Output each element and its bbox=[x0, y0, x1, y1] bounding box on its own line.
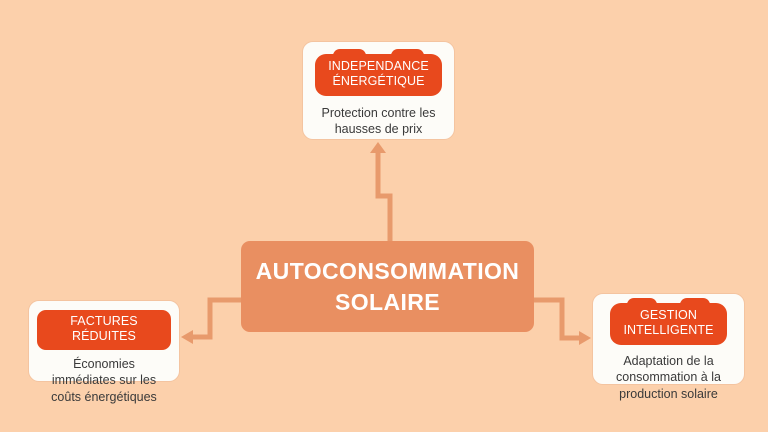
arrowhead-right bbox=[579, 331, 591, 345]
node-body-independance-energetique: Protection contre les hausses de prix bbox=[321, 105, 436, 137]
node-card-gestion-intelligente[interactable]: GESTION INTELLIGENTE Adaptation de la co… bbox=[592, 293, 745, 401]
connector-center-to-right bbox=[534, 297, 580, 341]
node-card-factures-reduites[interactable]: FACTURES RÉDUITES Économies immédiates s… bbox=[28, 300, 180, 404]
central-node[interactable]: AUTOCONSOMMATION SOLAIRE bbox=[241, 241, 534, 332]
node-card-independance-energetique[interactable]: INDÉPENDANCE ÉNERGÉTIQUE Protection cont… bbox=[302, 41, 455, 140]
node-badge-gestion-intelligente: GESTION INTELLIGENTE bbox=[610, 298, 727, 345]
arrowhead-left bbox=[181, 330, 193, 344]
node-badge-independance-energetique: INDÉPENDANCE ÉNERGÉTIQUE bbox=[315, 49, 442, 96]
central-node-title: AUTOCONSOMMATION SOLAIRE bbox=[255, 258, 520, 315]
connector-center-to-left bbox=[192, 297, 241, 340]
node-body-factures-reduites: Économies immédiates sur les coûts énerg… bbox=[51, 356, 157, 404]
connector-center-to-top bbox=[375, 152, 393, 241]
node-body-gestion-intelligente: Adaptation de la consommation à la produ… bbox=[616, 353, 721, 401]
node-badge-factures-reduites: FACTURES RÉDUITES bbox=[37, 310, 171, 350]
arrowhead-top bbox=[370, 142, 386, 153]
